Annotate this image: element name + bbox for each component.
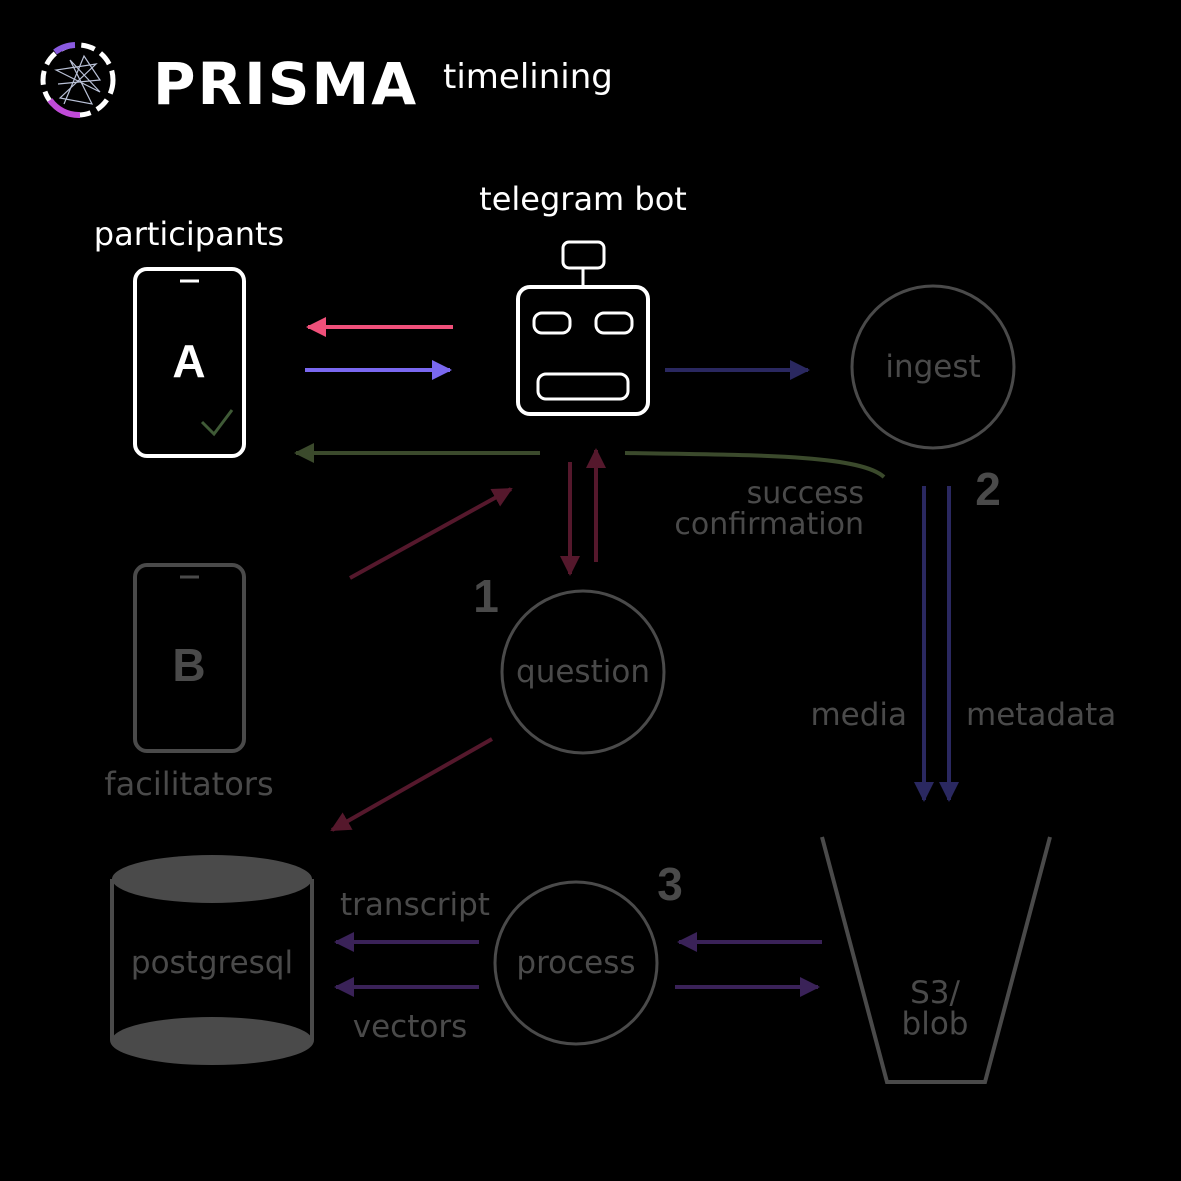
question-label: question: [516, 654, 650, 690]
bot-label: telegram bot: [479, 180, 687, 218]
storage-label-line1: S3/: [910, 975, 960, 1011]
media-label: media: [810, 697, 907, 733]
metadata-label: metadata: [966, 697, 1116, 733]
success-confirmation-arrow: [296, 453, 886, 479]
check-icon: [200, 409, 234, 437]
participants-label: participants: [94, 215, 284, 253]
step-three-number: 3: [657, 858, 683, 910]
facilitator-to-bot-arrow: [349, 487, 513, 580]
step-two-number: 2: [975, 463, 1001, 515]
db-label: postgresql: [131, 945, 293, 981]
page-subtitle: timelining: [443, 57, 613, 97]
brand-name: PRISMA: [153, 50, 418, 118]
robot-icon: [516, 240, 650, 416]
transcript-label: transcript: [340, 887, 490, 923]
confirmation-label: confirmation: [674, 507, 864, 542]
facilitator-phone-icon: [133, 563, 246, 753]
facilitators-label: facilitators: [104, 765, 273, 803]
vectors-label: vectors: [353, 1009, 467, 1045]
database-icon: [110, 855, 314, 1065]
question-to-db-arrow: [330, 737, 493, 832]
participant-phone-icon: [133, 267, 246, 458]
question-node: [500, 589, 666, 755]
prisma-logo-icon: [40, 42, 116, 119]
ingest-label: ingest: [885, 349, 980, 385]
participant-device-letter: A: [172, 335, 205, 387]
facilitator-device-letter: B: [172, 639, 205, 691]
process-label: process: [516, 945, 635, 981]
ingest-node: [850, 284, 1016, 450]
storage-label-line2: blob: [902, 1006, 969, 1042]
process-node: [493, 880, 659, 1046]
step-one-number: 1: [473, 570, 499, 622]
storage-bucket-icon: [820, 836, 1052, 1084]
success-label: success: [747, 476, 864, 511]
